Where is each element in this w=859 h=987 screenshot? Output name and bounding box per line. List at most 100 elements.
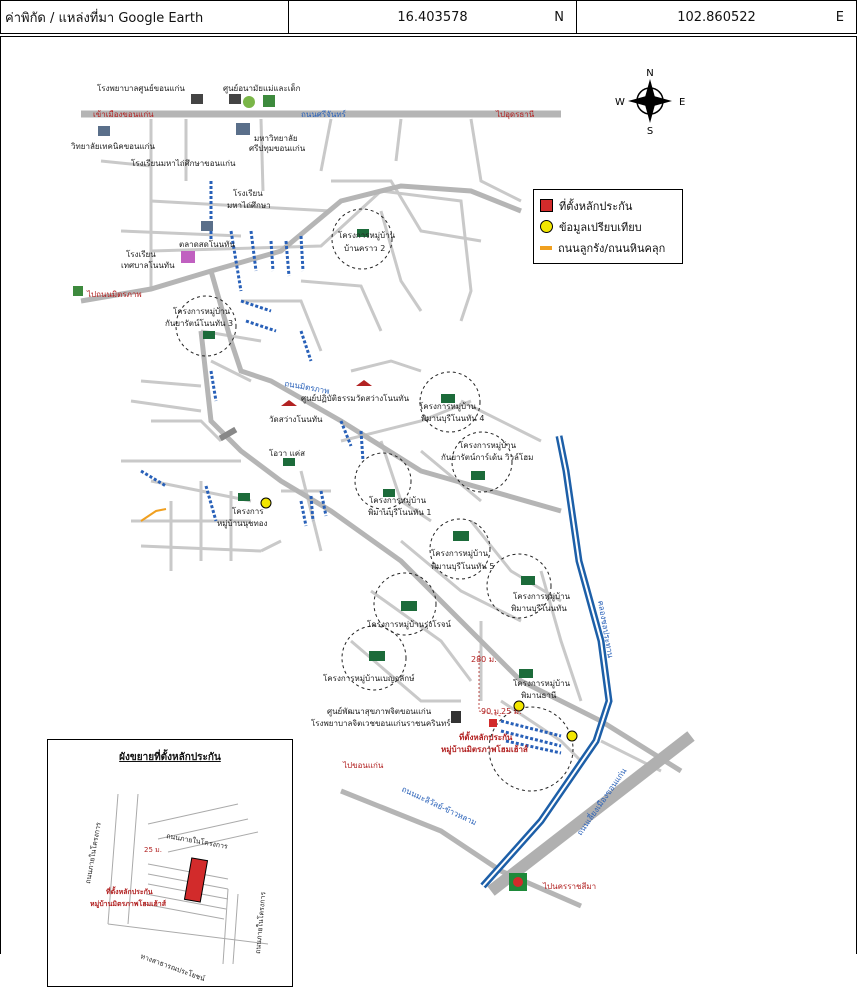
label-subject2: หมู่บ้านมิตรภาพโฮมเฮ้าส์ [441,744,528,755]
label-mental-center1: ศูนย์พัฒนาสุขภาพจิตขอนแก่น [327,706,432,717]
inset-road2: ถนนภายในโครงการ [166,831,229,851]
latitude-dir: N [554,9,564,25]
longitude-value: 102.860522 [677,9,756,25]
store-icon-2 [73,286,83,296]
label-tech-college: วิทยาลัยเทคนิคขอนแก่น [70,142,155,151]
inset-title: ผังขยายที่ตั้งหลักประกัน [119,752,221,763]
inset-road1: ถนนภายในโครงการ [83,821,103,884]
label-proj-nuchtong: โครงการ [232,506,264,516]
distance-line [478,651,502,717]
legend-comparable: ข้อมูลเปรียบเทียบ [540,216,676,237]
label-mental-center2: โรงพยาบาลจิตเวชขอนแก่นราชนครินทร์ [311,718,451,728]
compass-rose-icon [628,79,672,123]
label-road-srichan: ถนนศรีจันทร์ [301,109,347,119]
compass-s: S [647,126,653,137]
latitude-value: 16.403578 [397,9,468,25]
label-proj-kanyarat2: กันยารัตน์โนนทัน 3 [165,318,233,328]
label-dist-90: 90 ม. [481,707,502,716]
coordinate-header: ค่าพิกัด / แหล่งที่มา Google Earth 16.40… [0,0,857,34]
compass-n: N [646,68,653,79]
label-proj-pimanburi-ntb: พิมานบุรีโนนทัน [511,603,567,613]
label-proj-benja: โครงการหมู่บ้านเบญจลักษ์ [323,673,415,684]
label-proj-pimanburi5: โครงการหมู่บ้าน [431,548,489,559]
store-icon [263,95,275,107]
hospital-icon [191,94,203,104]
minor-roads [100,118,662,773]
gravel-road [140,508,167,522]
label-to-road: ไปถนนมิตรภาพ [86,290,142,299]
label-proj-pimanthanib: พิมานธานี [521,691,557,700]
label-school-deaf: โรงเรียนมหาไถ่ศึกษาขอนแก่น [131,158,236,168]
longitude-cell: 102.860522 E [577,1,856,33]
inset-plan: ผังขยายที่ตั้งหลักประกัน ถนนภายในโครงการ… [47,739,293,987]
label-center-top: ศูนย์อนามัยแม่และเด็ก [223,83,301,94]
road-swatch [540,245,552,250]
label-to-mittraphap: ไปขอนแก่น [342,761,384,770]
comparable-markers [260,497,578,742]
compass-e: E [679,97,685,108]
map-canvas: N S E W โรงพยาบาลศูนย์ขอนแก่น [70,68,695,909]
label-school1: โรงเรียน [233,188,263,198]
label-road-bypass: ถนนเลี่ยงเมืองขอนแก่น [574,765,629,837]
label-proj-pimanburi1b: พิมานบุรีโนนทัน 1 [368,507,432,517]
label-school2b: เทศบาลโนนทัน [121,260,175,270]
label-to-bangkok: ไปนครราชสีมา [542,882,596,891]
legend-road: ถนนลูกรัง/ถนนหินคลุก [540,237,676,258]
landmark-icons [73,94,527,891]
label-temple2: วัดสว่างโนนทัน [269,414,323,424]
label-proj-pimanburi4: โครงการหมู่บ้าน [419,401,477,412]
college-icon [98,126,110,136]
compass-w: W [615,97,625,108]
label-dist-25: 25 ม. [501,707,522,716]
label-proj-pimanburi1: โครงการหมู่บ้าน [369,495,427,506]
label-proj-pimanthani: โครงการหมู่บ้าน [513,678,571,689]
pharmacy-icon [243,96,255,108]
inset-dist: 25 ม. [144,846,162,854]
building-icon [218,426,238,442]
label-university2: ศรีปทุมขอนแก่น [249,144,306,153]
label-university: มหาวิทยาลัย [254,134,298,143]
inset-canvas: ถนนภายในโครงการ ถนนภายในโครงการ ถนนภายใน… [83,793,269,983]
label-school1b: มหาไถ่ศึกษา [227,201,271,210]
map-frame: N S E W โรงพยาบาลศูนย์ขอนแก่น [0,36,857,987]
subject-marker [489,719,497,727]
inset-subject1: ที่ตั้งหลักประกัน [106,885,153,896]
comparable-swatch [540,220,553,233]
label-proj-kanya: โครงการหมู่บ้าน [459,440,517,451]
label-hospital-top: โรงพยาบาลศูนย์ขอนแก่น [97,83,185,94]
mental-hospital-icon [451,711,461,723]
label-proj-rungrot: โครงการหมู่บ้านรุ่งโรจน์ [367,619,452,630]
latitude-cell: 16.403578 N [289,1,577,33]
university-icon [236,123,250,135]
label-proj-pimanburi5b: พิมานบุรีโนนทัน 5 [431,561,495,571]
soi-markers [140,181,562,755]
temple-icon-2 [281,400,297,406]
label-temple1: ศูนย์ปฏิบัติธรรมวัดสว่างโนนทัน [301,393,410,404]
label-dist-280: 280 ม. [471,655,497,664]
label-school2: โรงเรียน [126,249,156,259]
label-proj-pimanburi-nt: โครงการหมู่บ้าน [513,591,571,602]
inset-road3: ถนนภายในโครงการ [253,891,267,954]
market-icon [181,251,195,263]
label-subject1: ที่ตั้งหลักประกัน [459,731,513,742]
inset-subject-lot [183,857,209,903]
label-tesco: โอวา แค่ส [269,448,305,458]
subject-swatch [540,199,553,212]
legend-subject: ที่ตั้งหลักประกัน [540,195,676,216]
clinic-icon [229,94,241,104]
label-proj-baankrao2: บ้านคราว 2 [344,244,385,253]
label-to-udon: ไปอุดรธานี [495,110,535,119]
project-circles [175,208,574,792]
temple-icon [356,380,372,386]
label-proj-kanyab: กันยารัตน์การ์เด้น วิวล์โฮม [441,452,533,462]
inset-subject2: หมู่บ้านมิตรภาพโฮมเฮ้าส์ [90,899,167,909]
bypass-road [487,731,695,896]
coord-source-label: ค่าพิกัด / แหล่งที่มา Google Earth [1,1,289,33]
inset-public: ทางสาธารณประโยชน์ [139,951,206,983]
label-proj-kanyarat: โครงการหมู่บ้าน [173,306,231,317]
house-icons [203,229,535,678]
longitude-dir: E [835,9,844,25]
school-icon [201,221,213,231]
label-market: ตลาดสดโนนทัน [179,239,235,249]
map-legend: ที่ตั้งหลักประกัน ข้อมูลเปรียบเทียบ ถนนล… [533,189,683,264]
